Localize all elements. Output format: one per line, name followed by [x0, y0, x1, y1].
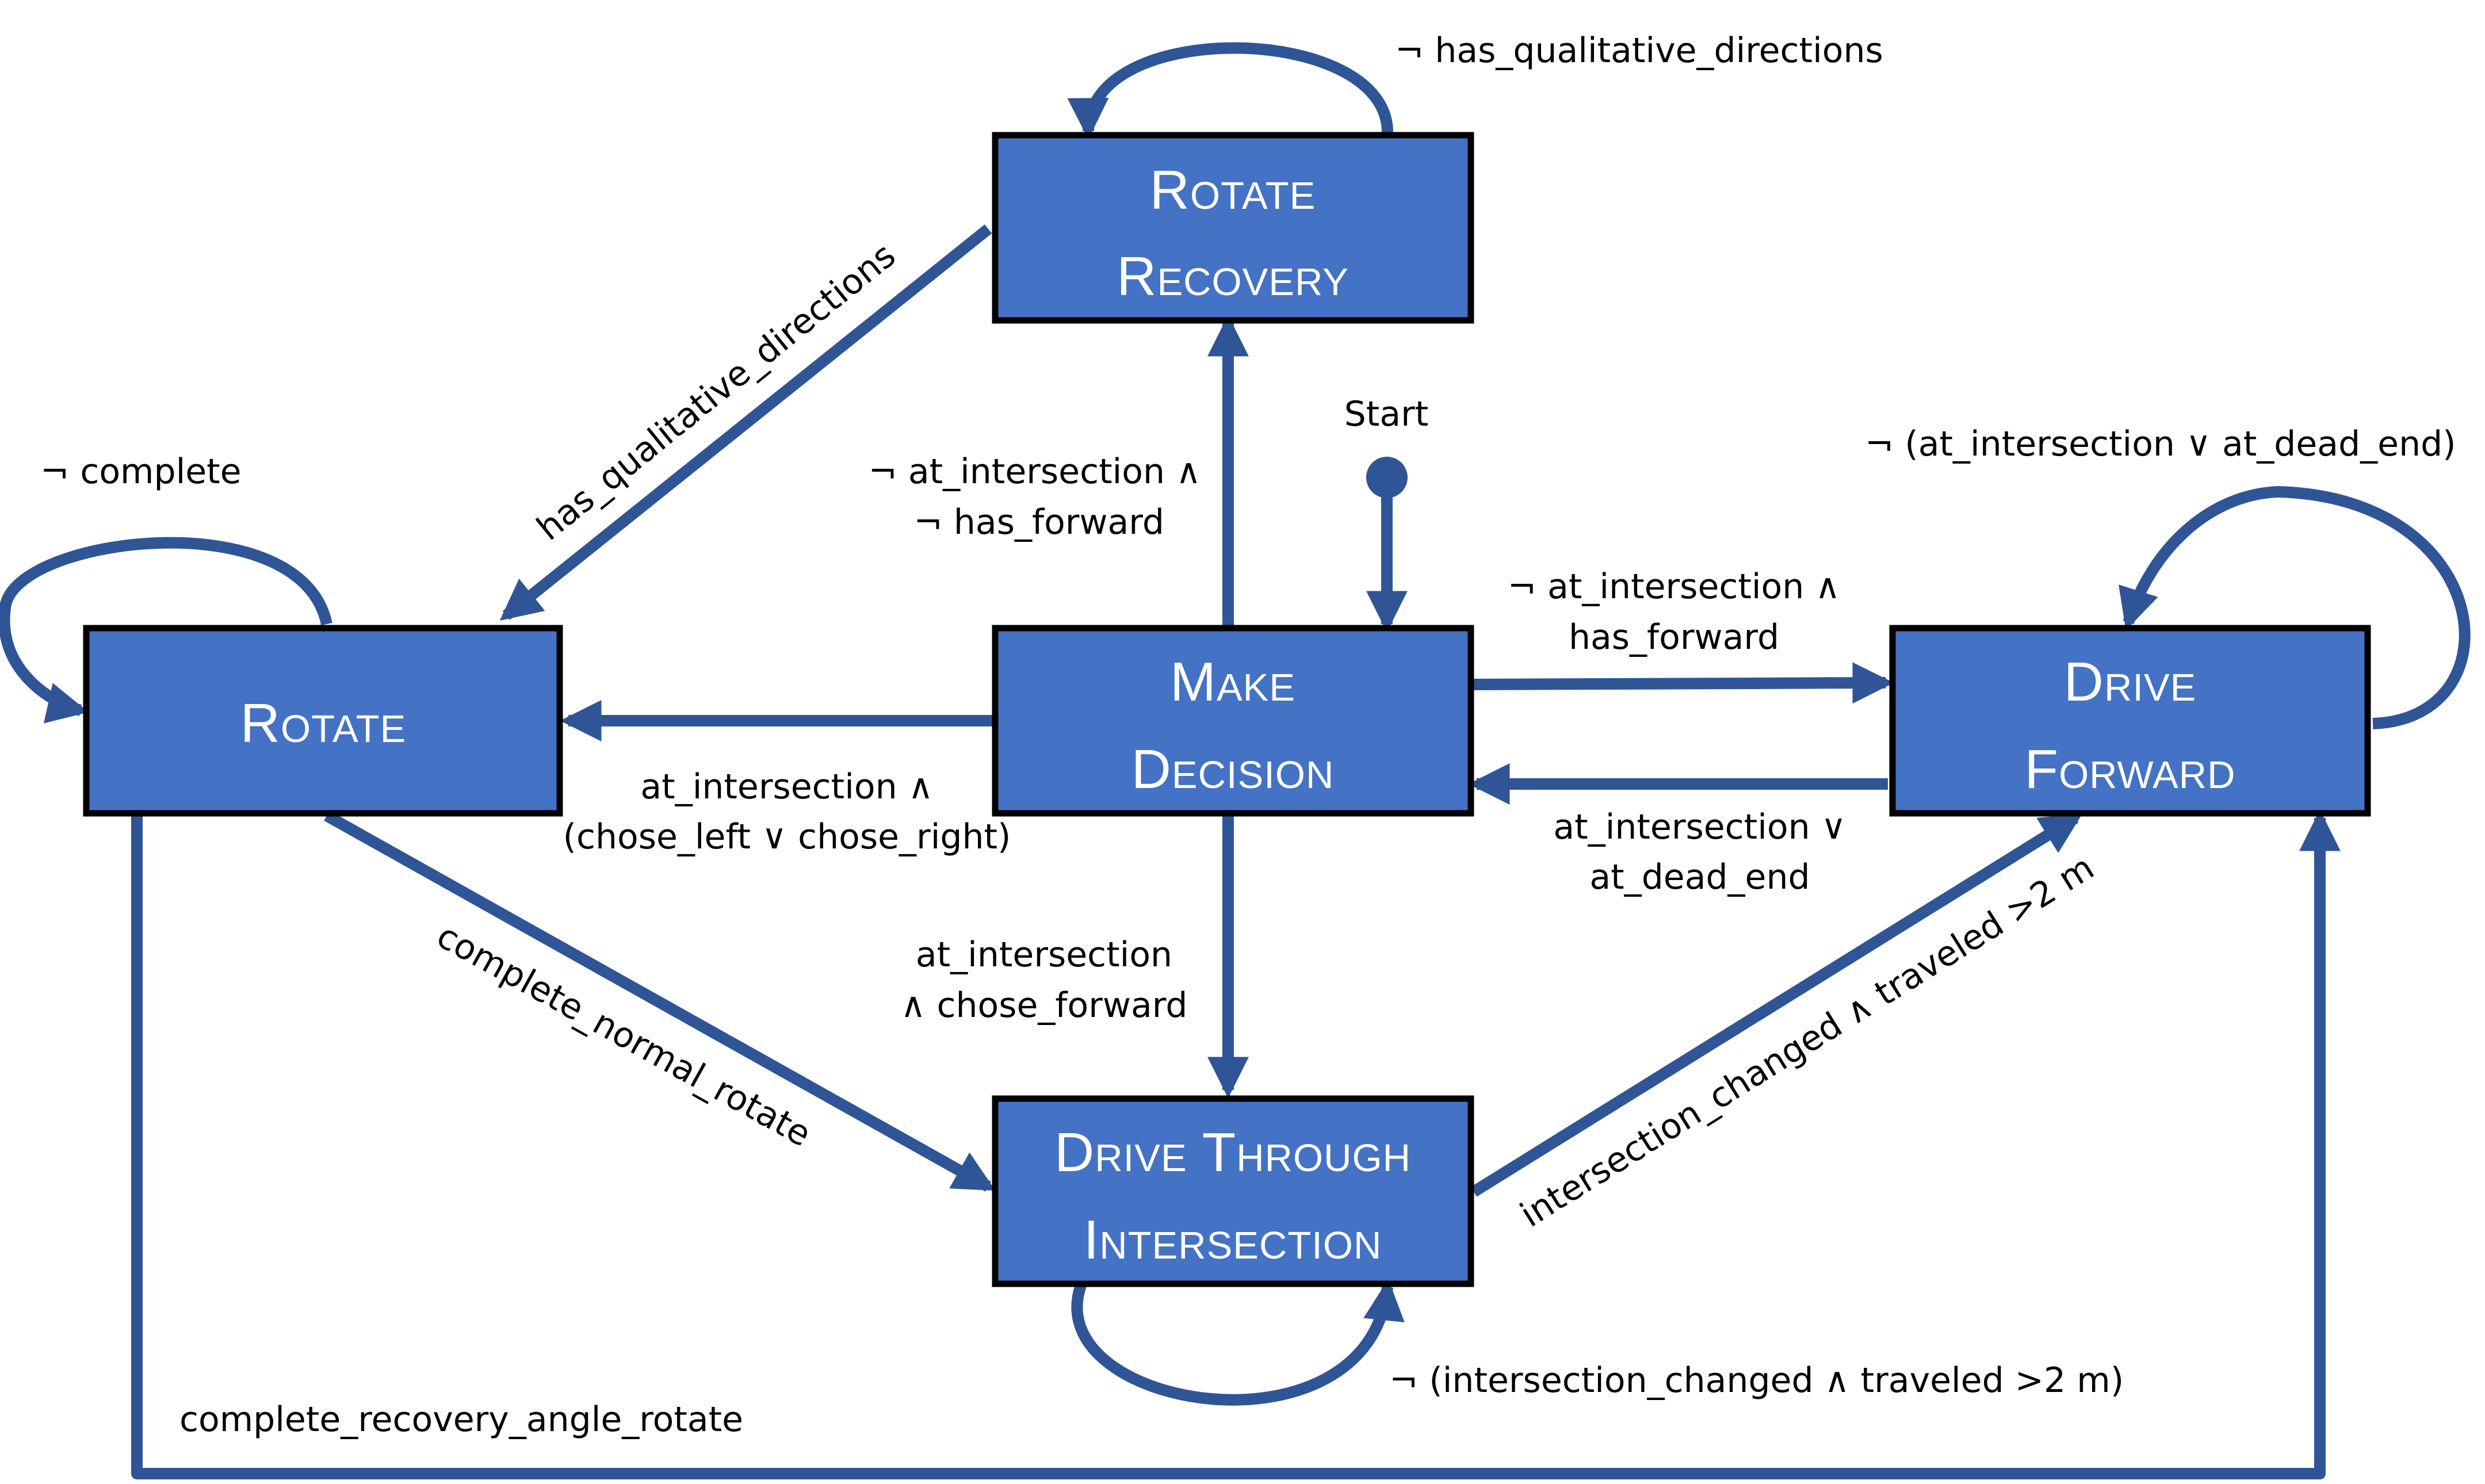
state-rotate[interactable]: Rotate	[83, 625, 563, 817]
edge-drive-forward-self-loop	[2118, 485, 2471, 729]
state-drive-through-label-line2: Intersection	[1084, 1209, 1382, 1271]
label-md-to-rr-line2: ¬ has_forward	[914, 502, 1164, 542]
label-df-to-md-line1: at_intersection ∨	[1553, 807, 1846, 847]
label-md-to-df-line2: has_forward	[1569, 617, 1779, 657]
start-label: Start	[1344, 394, 1429, 434]
state-drive-through-intersection[interactable]: Drive Through Intersection	[992, 1095, 1474, 1287]
state-rotate-recovery-label-line2: Recovery	[1117, 246, 1349, 307]
label-rotate-to-dt: complete_normal_rotate	[430, 916, 818, 1155]
label-md-to-dt-line2: ∧ chose_forward	[901, 985, 1188, 1026]
label-dt-to-df: intersection_changed ∧ traveled >2 m	[1513, 847, 2101, 1236]
label-md-to-rr-line1: ¬ at_intersection ∧	[868, 452, 1201, 492]
state-make-decision-label-line2: Decision	[1131, 739, 1335, 800]
edge-make-decision-to-drive-forward	[1473, 662, 1894, 704]
edge-drive-through-self-loop	[1071, 1279, 1405, 1406]
label-rotate-recovery-to-rotate: has_qualitative_directions	[529, 235, 903, 549]
label-rotate-to-df: complete_recovery_angle_rotate	[179, 1399, 743, 1440]
label-md-to-dt-line1: at_intersection	[916, 935, 1172, 975]
state-drive-forward[interactable]: Drive Forward	[1889, 625, 2371, 817]
edge-rotate-self-loop	[0, 537, 332, 724]
edge-rotate-to-drive-through	[324, 810, 996, 1192]
label-df-to-md-line2: at_dead_end	[1589, 857, 1810, 897]
state-make-decision-label-line1: Make	[1170, 651, 1295, 713]
edge-rotate-recovery-to-rotate	[499, 224, 992, 621]
label-rotate-self: ¬ complete	[40, 452, 242, 492]
label-md-to-rotate-line1: at_intersection ∧	[640, 767, 933, 807]
label-md-to-df-line1: ¬ at_intersection ∧	[1508, 567, 1841, 607]
state-rotate-recovery[interactable]: Rotate Recovery	[992, 132, 1474, 324]
start-dot	[1366, 457, 1408, 498]
label-md-to-rotate-line2: (chose_left ∨ chose_right)	[563, 817, 1011, 857]
state-drive-through-label-line1: Drive Through	[1054, 1122, 1411, 1183]
label-drive-through-self: ¬ (intersection_changed ∧ traveled >2 m)	[1389, 1360, 2124, 1401]
edge-drive-through-to-drive-forward	[1470, 813, 2083, 1197]
state-rotate-label: Rotate	[240, 693, 407, 754]
state-drive-forward-label-line2: Forward	[2024, 739, 2235, 800]
edge-rotate-recovery-self-loop	[1067, 42, 1393, 140]
state-drive-forward-label-line1: Drive	[2064, 651, 2197, 713]
state-make-decision[interactable]: Make Decision	[992, 625, 1474, 817]
label-rotate-recovery-self: ¬ has_qualitative_directions	[1395, 30, 1883, 71]
state-rotate-recovery-label-line1: Rotate	[1150, 159, 1316, 221]
label-drive-forward-self: ¬ (at_intersection ∨ at_dead_end)	[1865, 424, 2456, 464]
edge-rotate-to-drive-forward	[131, 809, 2341, 1479]
